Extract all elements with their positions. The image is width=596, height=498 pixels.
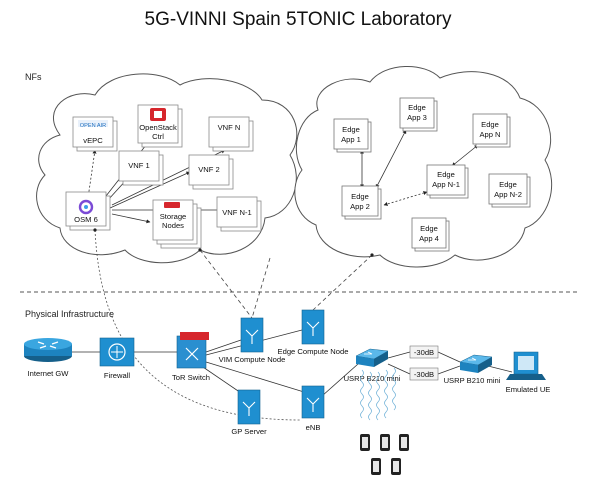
svg-text:App N-2: App N-2 — [494, 190, 522, 199]
phone-icon — [380, 434, 390, 451]
svg-text:Edge: Edge — [420, 224, 438, 233]
openstack-label-line2: Ctrl — [152, 132, 164, 141]
svg-text:Edge: Edge — [481, 120, 499, 129]
phones-group — [360, 434, 409, 475]
svg-text:App N: App N — [479, 130, 500, 139]
edge-links — [360, 129, 479, 206]
link-osm-enb — [94, 229, 301, 421]
usrp-2-icon — [459, 354, 493, 373]
svg-text:App 2: App 2 — [350, 202, 370, 211]
phone-icon — [360, 434, 370, 451]
node-vepc: OPEN AIR vEPC — [72, 116, 118, 152]
link-appn1-appn — [451, 144, 479, 167]
edge-compute-label: Edge Compute Node — [278, 347, 349, 356]
openstack-label-line1: OpenStack — [139, 123, 177, 132]
node-vnf-1: VNF 1 — [118, 150, 164, 186]
edge-app-3: Edge App 3 — [399, 97, 438, 132]
usrp-1-icon — [355, 348, 389, 367]
edge-compute-icon — [301, 309, 325, 345]
svg-text:Edge: Edge — [342, 125, 360, 134]
open-air-logo: OPEN AIR — [80, 123, 106, 129]
vnf-n-label: VNF N — [218, 123, 241, 132]
firewall-label: Firewall — [104, 371, 130, 380]
svg-text:Edge: Edge — [499, 180, 517, 189]
svg-text:App 1: App 1 — [341, 135, 361, 144]
edge-app-n-1: Edge App N-1 — [426, 164, 469, 199]
gp-server-icon — [237, 389, 261, 425]
emulated-ue-label: Emulated UE — [506, 385, 551, 394]
edge-app-2: Edge App 2 — [341, 185, 382, 220]
usrp-1-label: USRP B210 mini — [344, 374, 401, 383]
attenuator-1: -30dB — [409, 345, 439, 359]
vim-compute-icon — [240, 317, 264, 353]
section-label-physical: Physical Infrastructure — [25, 309, 115, 319]
edge-app-4: Edge App 4 — [411, 217, 450, 252]
node-vnf-n: VNF N — [208, 116, 254, 152]
node-osm: OSM 6 — [65, 191, 111, 231]
link-edgecloud-edgecompute — [312, 254, 373, 311]
diagram-title: 5G-VINNI Spain 5TONIC Laboratory — [144, 9, 452, 30]
link-app2-appn1 — [383, 191, 428, 206]
storage-label-line2: Nodes — [162, 221, 184, 230]
usrp-2-label: USRP B210 mini — [444, 376, 501, 385]
attenuator-1-label: -30dB — [414, 348, 434, 357]
edge-app-n-2: Edge App N-2 — [488, 173, 531, 208]
link-vepc-osm — [86, 149, 97, 199]
osm-icon — [78, 199, 94, 215]
osm-label: OSM 6 — [74, 215, 98, 224]
tor-switch-label: ToR Switch — [172, 373, 210, 382]
vnf-2-label: VNF 2 — [198, 165, 220, 174]
section-label-nfs: NFs — [25, 72, 42, 82]
node-vnf-n1: VNF N-1 — [216, 196, 262, 232]
node-vnf-2: VNF 2 — [188, 154, 234, 190]
link-osm-storage — [111, 213, 151, 224]
tor-switch-icon — [176, 332, 209, 369]
enb-icon — [301, 385, 325, 419]
internet-gw-icon — [24, 338, 72, 362]
svg-text:Edge: Edge — [437, 170, 455, 179]
phone-icon — [371, 458, 381, 475]
enb-label: eNB — [306, 423, 321, 432]
attenuator-2: -30dB — [409, 367, 439, 381]
vepc-label: vEPC — [83, 136, 103, 145]
storage-label-line1: Storage — [160, 212, 187, 221]
svg-text:Edge: Edge — [408, 103, 426, 112]
phone-icon — [399, 434, 409, 451]
firewall-icon — [99, 337, 135, 367]
svg-text:App 4: App 4 — [419, 234, 439, 243]
svg-text:Edge: Edge — [351, 192, 369, 201]
link-osm-vnf2 — [109, 171, 191, 209]
openstack-icon — [150, 108, 166, 121]
gp-server-label: GP Server — [231, 427, 267, 436]
link-app2-app3 — [375, 129, 407, 189]
physical-links — [72, 329, 513, 397]
emulated-ue-icon — [506, 351, 546, 380]
edge-app-n: Edge App N — [472, 113, 511, 148]
attenuator-2-label: -30dB — [414, 370, 434, 379]
svg-text:App N-1: App N-1 — [432, 180, 460, 189]
vnf-n1-label: VNF N-1 — [222, 208, 252, 217]
radio-waves — [360, 367, 396, 421]
node-storage: Storage Nodes — [152, 199, 202, 249]
edge-app-1: Edge App 1 — [333, 118, 372, 153]
phone-icon — [391, 458, 401, 475]
node-openstack: OpenStack Ctrl — [137, 104, 183, 148]
vnf-1-label: VNF 1 — [128, 161, 150, 170]
link-nfcloud-vim-2 — [251, 257, 271, 319]
internet-gw-label: Internet GW — [28, 369, 70, 378]
link-nfcloud-vim — [199, 249, 253, 319]
storage-openstack-icon — [164, 202, 180, 208]
svg-text:App 3: App 3 — [407, 113, 427, 122]
vim-compute-label: VIM Compute Node — [219, 355, 286, 364]
